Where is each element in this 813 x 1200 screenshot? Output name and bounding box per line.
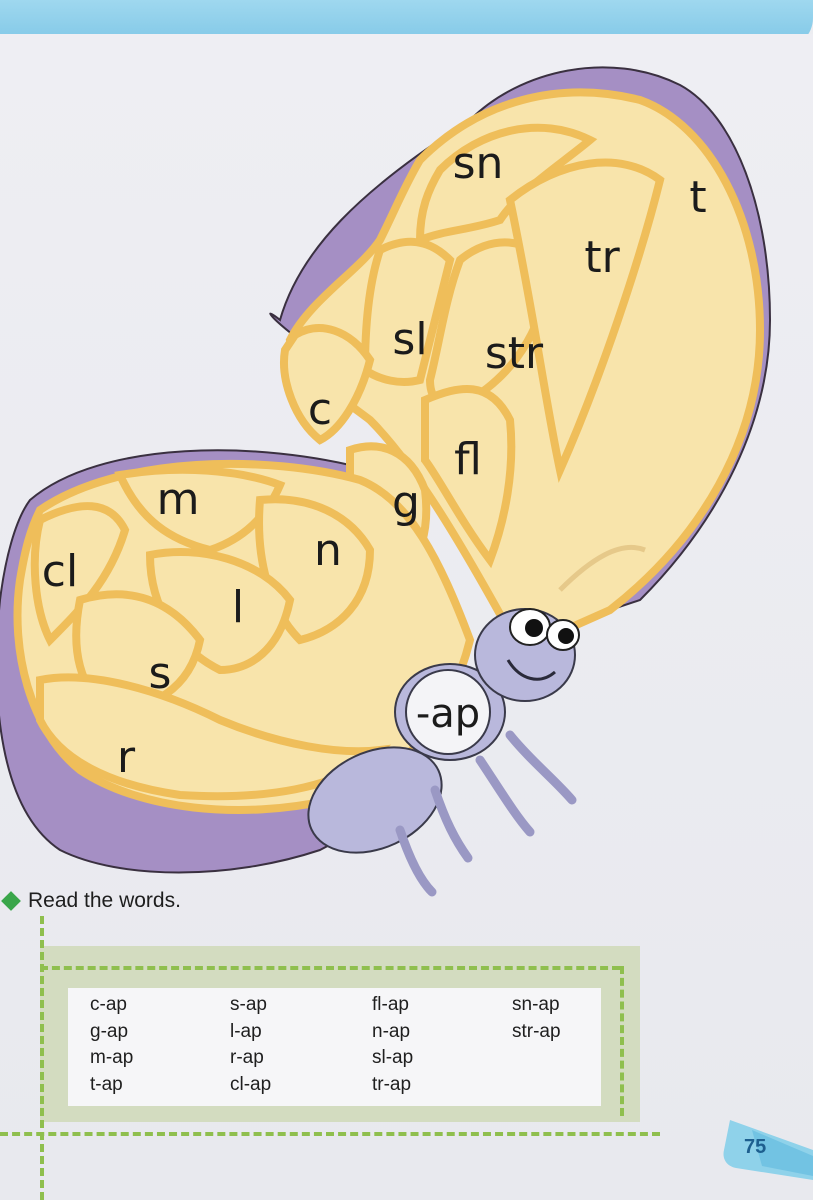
butterfly-illustration: -ap sn t tr sl str c fl g m n cl l s r — [0, 66, 772, 897]
word-column-1: c-ap g-ap m-ap t-ap — [90, 992, 133, 1098]
onset-label: t — [689, 172, 706, 223]
butterfly-abdomen — [307, 746, 443, 854]
dashed-guide-right — [620, 966, 624, 1116]
smile — [506, 659, 556, 681]
onset-label: c — [308, 384, 332, 435]
instruction-row: Read the words. — [0, 886, 181, 916]
word-item: sn-ap — [512, 994, 560, 1015]
onset-label: m — [157, 474, 200, 525]
onset-label: str — [485, 328, 544, 379]
onset-label: tr — [584, 232, 620, 283]
ap-disc — [405, 669, 491, 755]
onset-label: sn — [453, 138, 504, 189]
leg-1 — [395, 825, 437, 897]
word-column-2: s-ap l-ap r-ap cl-ap — [230, 992, 271, 1098]
onset-label: sl — [392, 314, 427, 365]
word-item: t-ap — [90, 1073, 123, 1095]
word-item: c-ap — [90, 994, 127, 1015]
word-item: n-ap — [372, 1020, 411, 1042]
leg-4 — [505, 730, 577, 805]
dashed-guide-top — [40, 966, 620, 970]
word-item: l-ap — [230, 1020, 262, 1042]
word-item: sl-ap — [372, 1047, 414, 1068]
dashed-guide-left — [40, 916, 44, 1200]
onset-label: fl — [454, 434, 482, 485]
green-diamond-icon — [1, 891, 21, 911]
word-item: m-ap — [90, 1047, 134, 1068]
word-item: tr-ap — [372, 1073, 412, 1095]
word-column-3: fl-ap n-ap sl-ap tr-ap — [372, 992, 413, 1098]
onset-label: cl — [42, 546, 78, 597]
antenna — [558, 544, 646, 592]
word-item: str-ap — [512, 1020, 561, 1042]
rime-label: -ap — [416, 691, 480, 737]
word-panel — [68, 988, 601, 1106]
onset-label: n — [314, 525, 342, 576]
leg-2 — [430, 785, 473, 863]
onset-label: g — [392, 477, 420, 528]
page-number: 75 — [744, 1136, 767, 1158]
word-item: g-ap — [90, 1020, 129, 1042]
word-item: r-ap — [230, 1047, 264, 1068]
word-item: cl-ap — [230, 1073, 272, 1095]
dashed-guide-bottom — [0, 1132, 660, 1136]
page-number-tab — [723, 1120, 813, 1180]
word-column-4: sn-ap str-ap — [512, 992, 561, 1045]
leg-3 — [475, 755, 535, 837]
onset-label: l — [232, 582, 244, 633]
instruction-text: Read the words. — [28, 889, 181, 912]
onset-label: s — [149, 648, 172, 699]
word-item: s-ap — [230, 994, 267, 1015]
word-item: fl-ap — [372, 994, 409, 1015]
onset-label: r — [117, 732, 136, 783]
